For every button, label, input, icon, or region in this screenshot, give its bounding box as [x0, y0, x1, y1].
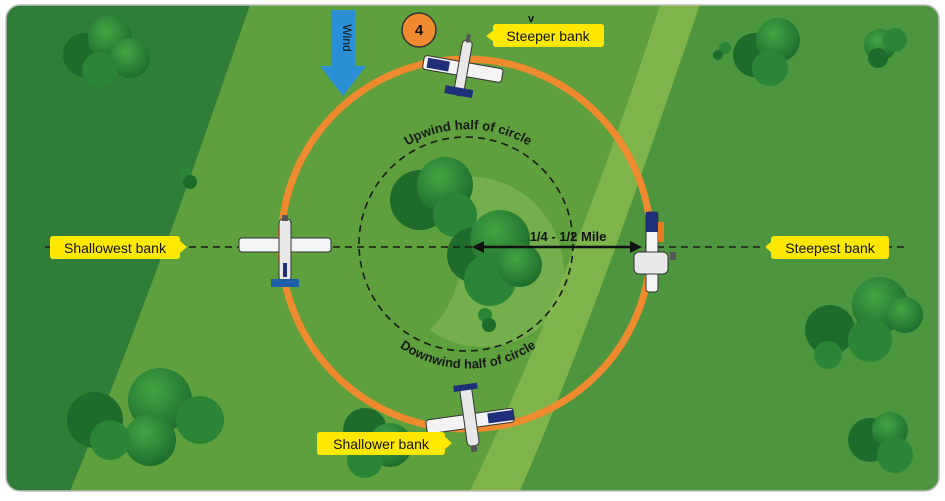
distance-label: 1/4 - 1/2 Mile [530, 229, 607, 244]
tree-small-center [478, 308, 496, 332]
steepest-bank-label: Steepest bank [785, 240, 876, 256]
field-strip-right [520, 5, 939, 491]
distance-arrow [472, 241, 642, 253]
airplane-right [633, 211, 676, 293]
steeper-bank-callout: Steeper bank [486, 24, 604, 47]
stray-mark: v [528, 13, 535, 25]
steepest-bank-callout: Steepest bank [765, 236, 889, 259]
tree-cluster-top-right [713, 18, 800, 86]
airplane-left [238, 215, 332, 287]
field-strip-middle [70, 5, 660, 491]
tree-small-left [178, 165, 197, 189]
inner-dashed-circle [358, 136, 574, 352]
tree-cluster-right-middle [805, 277, 923, 369]
tree-cluster-center-upper [390, 157, 477, 237]
diagram-frame [5, 4, 940, 492]
step-badge: 4 [401, 12, 437, 48]
steeper-bank-label: Steeper bank [506, 28, 590, 44]
wind-label: Wind [340, 24, 354, 51]
step-badge-number: 4 [415, 22, 424, 39]
airplane-top [422, 34, 504, 99]
tree-cluster-top-left [63, 16, 150, 88]
tree-cluster-bottom-right [848, 412, 913, 473]
wind-arrow: Wind [320, 10, 366, 96]
shallowest-bank-callout: Shallowest bank [50, 236, 187, 259]
shallowest-bank-label: Shallowest bank [64, 240, 167, 256]
shallower-bank-label: Shallower bank [333, 436, 430, 452]
tree-cluster-bottom-left [67, 368, 224, 466]
airplane-bottom [425, 382, 515, 453]
tree-cluster-center [447, 210, 542, 306]
tree-cluster-far-right [864, 28, 907, 68]
shallower-bank-callout: Shallower bank [317, 432, 452, 455]
